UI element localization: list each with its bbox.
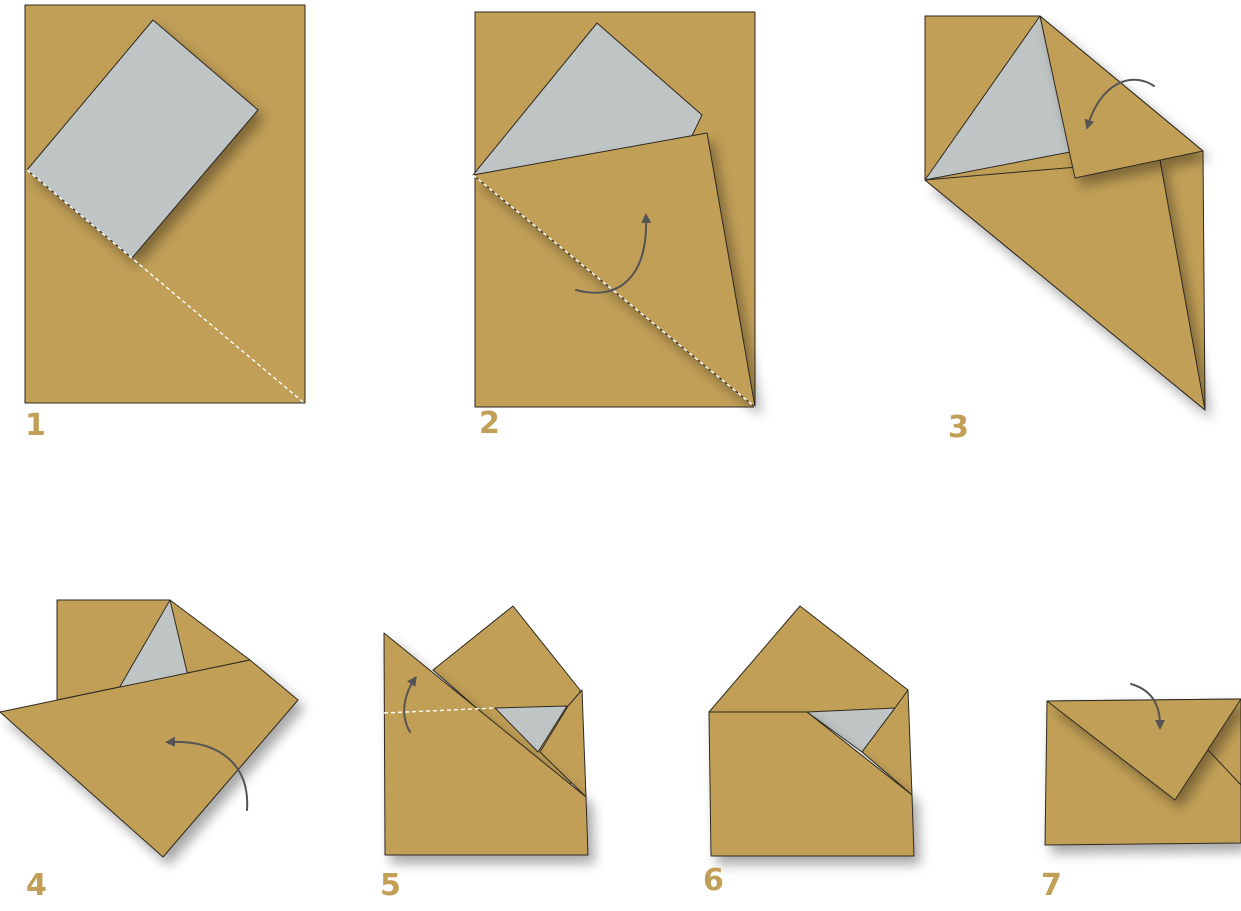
step-2-illustration <box>473 12 755 407</box>
step-number-5: 5 <box>380 871 401 901</box>
folded-cone <box>925 160 1205 410</box>
step-number-1: 1 <box>25 411 46 441</box>
step-number-7: 7 <box>1041 871 1062 901</box>
step-7-illustration <box>1045 684 1241 845</box>
step-5-illustration <box>384 606 588 855</box>
step-3-illustration <box>925 16 1205 410</box>
step-1-illustration <box>25 5 305 403</box>
step-number-4: 4 <box>26 871 47 901</box>
top-flap <box>709 606 908 715</box>
large-flap <box>0 660 298 857</box>
step-6-illustration <box>709 606 914 856</box>
step-number-2: 2 <box>479 409 500 439</box>
step-number-3: 3 <box>948 413 969 443</box>
step-4-illustration <box>0 600 298 857</box>
step-number-6: 6 <box>703 866 724 896</box>
